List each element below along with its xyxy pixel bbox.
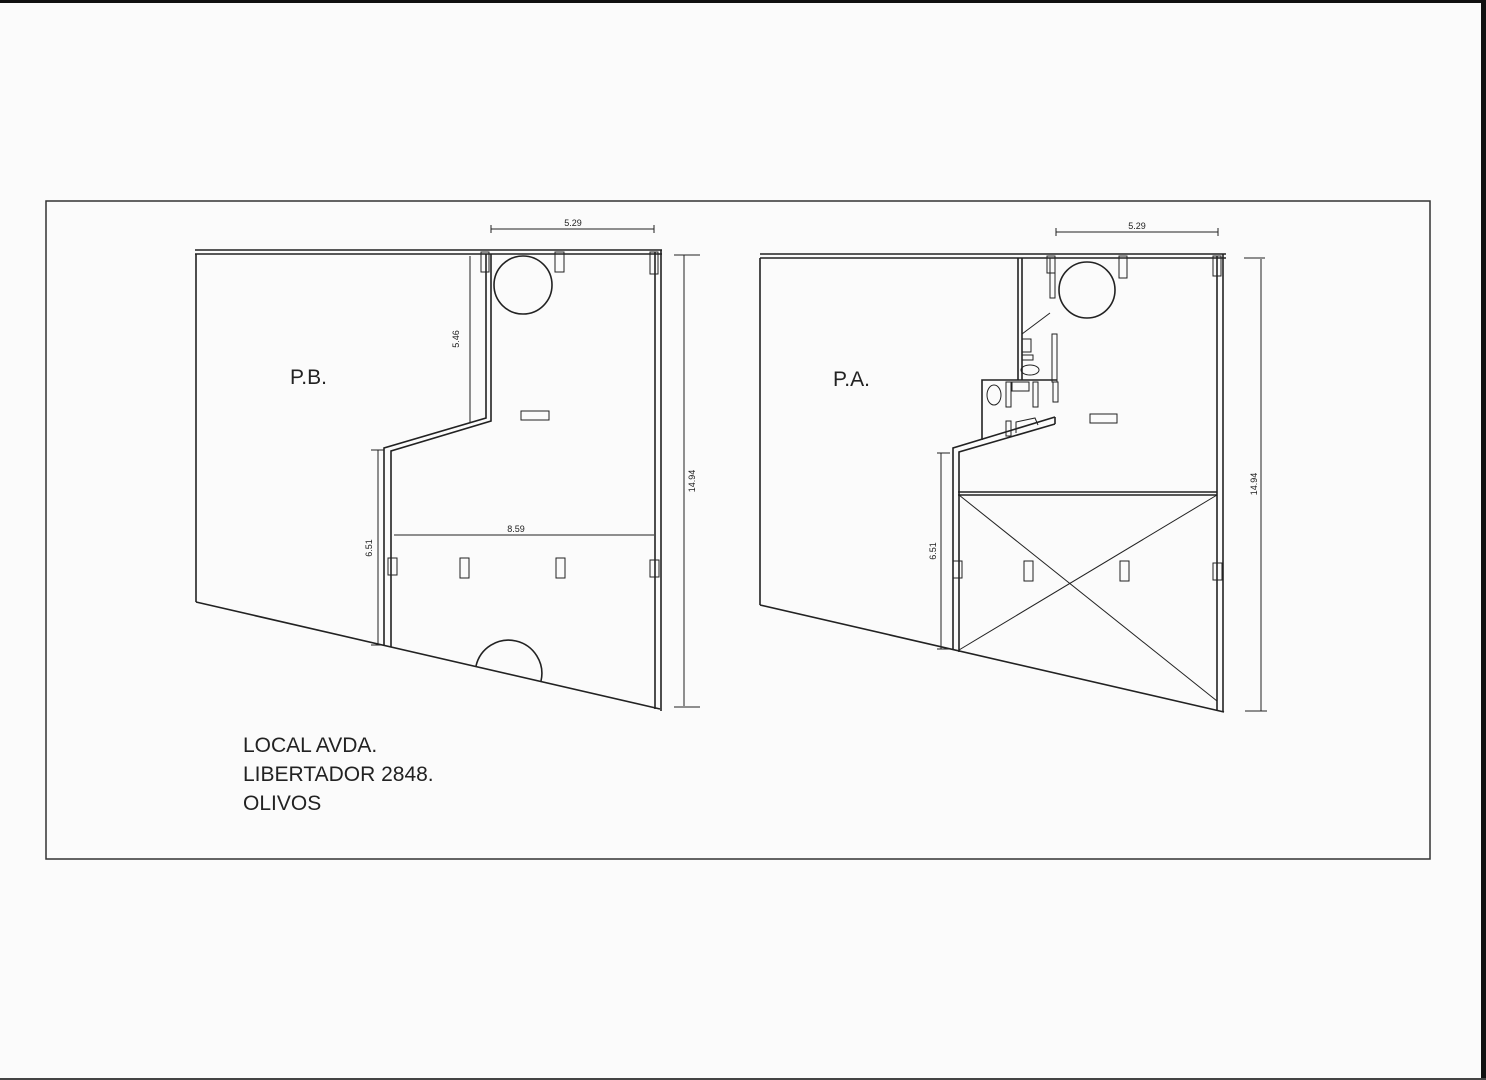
pb-street-line — [195, 601, 661, 710]
pb-column — [555, 557, 566, 579]
pa-stair-wall — [1049, 257, 1056, 299]
pa-fixture — [1089, 413, 1118, 424]
pa-toilet — [986, 384, 1002, 406]
address-line-3: OLIVOS — [243, 792, 322, 815]
pa-column — [1119, 560, 1130, 582]
pa-sink — [1021, 338, 1032, 353]
pa-bath-partition — [1052, 381, 1059, 403]
pa-bath-partition — [1005, 381, 1012, 408]
pb-column — [387, 557, 398, 576]
pa-divider-wall-a — [952, 416, 1056, 650]
pb-dim-total-depth: 14.94 — [687, 470, 697, 493]
pa-dim-top-width: 5.29 — [1128, 221, 1146, 231]
pb-column — [649, 251, 659, 275]
pa-spiral-stair — [1058, 261, 1116, 319]
pa-bath-partition — [1005, 420, 1012, 437]
pb-floor-label: P.B. — [290, 366, 327, 389]
scan-edge-bottom — [0, 1078, 1486, 1080]
pa-bath-outer-wall — [981, 379, 1022, 440]
pb-dim-upper-height: 5.46 — [451, 330, 461, 348]
pb-fixture — [520, 410, 550, 421]
pa-dim-total-depth: 14.94 — [1249, 473, 1259, 496]
pa-door-swing — [1021, 312, 1051, 335]
pb-entry-arc — [475, 639, 543, 682]
pa-floor-label: P.A. — [833, 368, 870, 391]
scan-edge-top — [0, 0, 1486, 3]
pa-column — [1212, 255, 1222, 277]
pb-dim-top-width: 5.29 — [564, 218, 582, 228]
pb-column — [480, 251, 490, 273]
plan-planta-baja: 8.59 5.29 5.46 6.51 14.94 P.B. — [195, 218, 700, 711]
address-line-1: LOCAL AVDA. — [243, 734, 378, 757]
pa-column — [952, 560, 963, 579]
pb-column — [649, 559, 660, 578]
pa-sink — [1011, 381, 1030, 392]
pb-column — [554, 251, 565, 273]
pa-column — [1212, 562, 1223, 581]
pa-street-line — [759, 604, 1225, 713]
address-line-2: LIBERTADOR 2848. — [243, 763, 434, 786]
pa-dim-lower-height: 6.51 — [928, 542, 938, 560]
plan-planta-alta: 5.29 6.51 14.94 P.A. — [759, 221, 1267, 713]
pa-void-cross — [958, 494, 1218, 702]
drawing-frame — [45, 200, 1431, 860]
pb-dim-interior-width: 8.59 — [507, 524, 525, 534]
pb-spiral-stair — [493, 255, 553, 315]
address-block: LOCAL AVDA. LIBERTADOR 2848. OLIVOS — [243, 731, 434, 818]
pa-column — [1118, 255, 1128, 279]
scan-edge-right — [1481, 0, 1486, 1080]
pa-column — [1023, 560, 1034, 582]
pa-bath-partition — [1051, 333, 1058, 383]
pa-void-cross — [958, 494, 1218, 651]
pa-shower-fixture — [1015, 417, 1039, 433]
pa-toilet — [1020, 364, 1040, 376]
pb-divider-wall-b — [390, 254, 492, 647]
pb-column — [459, 557, 470, 579]
pa-counter — [1021, 354, 1034, 361]
pb-dim-lower-height: 6.51 — [364, 539, 374, 557]
pb-divider-wall-a — [383, 254, 487, 645]
pa-bath-partition — [1032, 381, 1039, 408]
pa-divider-wall-b — [958, 423, 1056, 652]
pa-column — [1046, 255, 1056, 274]
